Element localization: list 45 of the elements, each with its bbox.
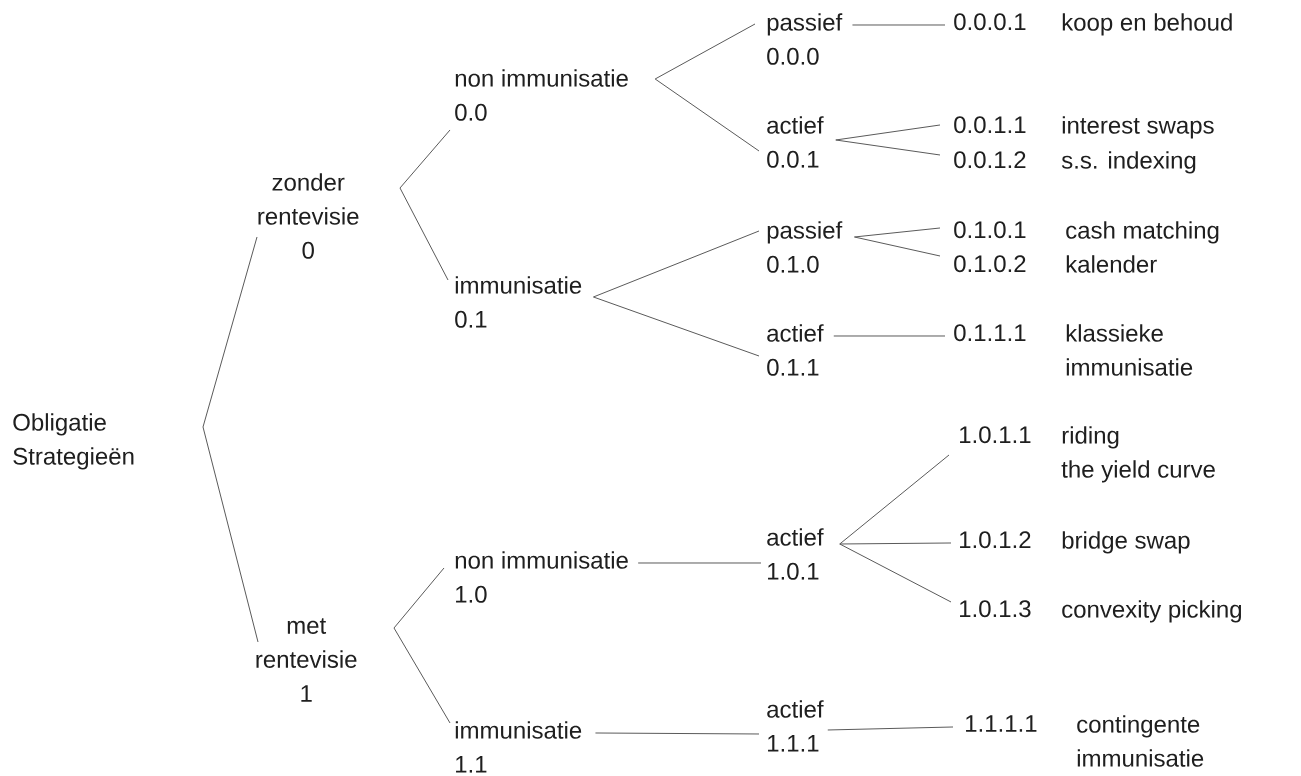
branch-line (202, 236, 258, 428)
branch-line (592, 296, 760, 357)
branch-line (835, 124, 941, 141)
branch-line (851, 24, 946, 26)
category-label: actief 0.0.1 (767, 116, 824, 168)
branch-line (853, 227, 941, 238)
strategy-label: 0.0.1.2 s.s. indexing (954, 151, 1196, 174)
category-label: non immunisatie 0.0 (455, 69, 628, 121)
category-label: actief 1.1.1 (767, 700, 824, 752)
strategy-label: 1.0.1.3 convexity picking (960, 600, 1241, 623)
branch-line (393, 567, 445, 629)
branch-line (654, 23, 756, 80)
category-label: zonder rentevisie 0 (258, 173, 359, 259)
branch-line (839, 542, 952, 545)
branch-line (592, 230, 760, 298)
category-label: Obligatie Strategieën (13, 413, 134, 470)
branch-line (393, 627, 451, 724)
category-label: non immunisatie 1.0 (455, 551, 628, 603)
branch-line (839, 454, 950, 545)
branch-line (594, 732, 760, 735)
branch-line (839, 543, 952, 603)
strategy-label: 0.1.0.2 kalender (954, 255, 1157, 273)
strategy-label: 1.1.1.1 contingente immunisatie (966, 715, 1204, 767)
strategy-label: 0.0.0.1 koop en behoud (954, 13, 1232, 36)
branch-line (654, 78, 760, 152)
category-label: actief 0.1.1 (767, 324, 824, 376)
branch-line (835, 139, 941, 156)
branch-line (827, 726, 954, 731)
category-label: passief 0.0.0 (767, 13, 843, 65)
strategy-label: 1.0.1.2 bridge swap (960, 531, 1190, 554)
category-label: actief 1.0.1 (767, 528, 824, 580)
strategy-label: 1.0.1.1 riding the yield curve (960, 426, 1215, 483)
branch-line (637, 562, 762, 564)
branch-line (833, 335, 946, 337)
branch-line (399, 187, 449, 281)
strategy-label: 0.1.1.1 klassieke immunisatie (954, 324, 1193, 376)
branch-line (853, 236, 941, 257)
category-label: immunisatie 1.1 (455, 721, 582, 773)
branch-line (202, 426, 259, 643)
category-label: passief 0.1.0 (767, 221, 843, 273)
strategy-label: 0.1.0.1 cash matching (954, 221, 1219, 244)
category-label: met rentevisie 1 (256, 618, 357, 702)
category-label: immunisatie 0.1 (455, 276, 582, 328)
strategy-label: 0.0.1.1 interest swaps (954, 116, 1214, 139)
branch-line (399, 129, 451, 189)
